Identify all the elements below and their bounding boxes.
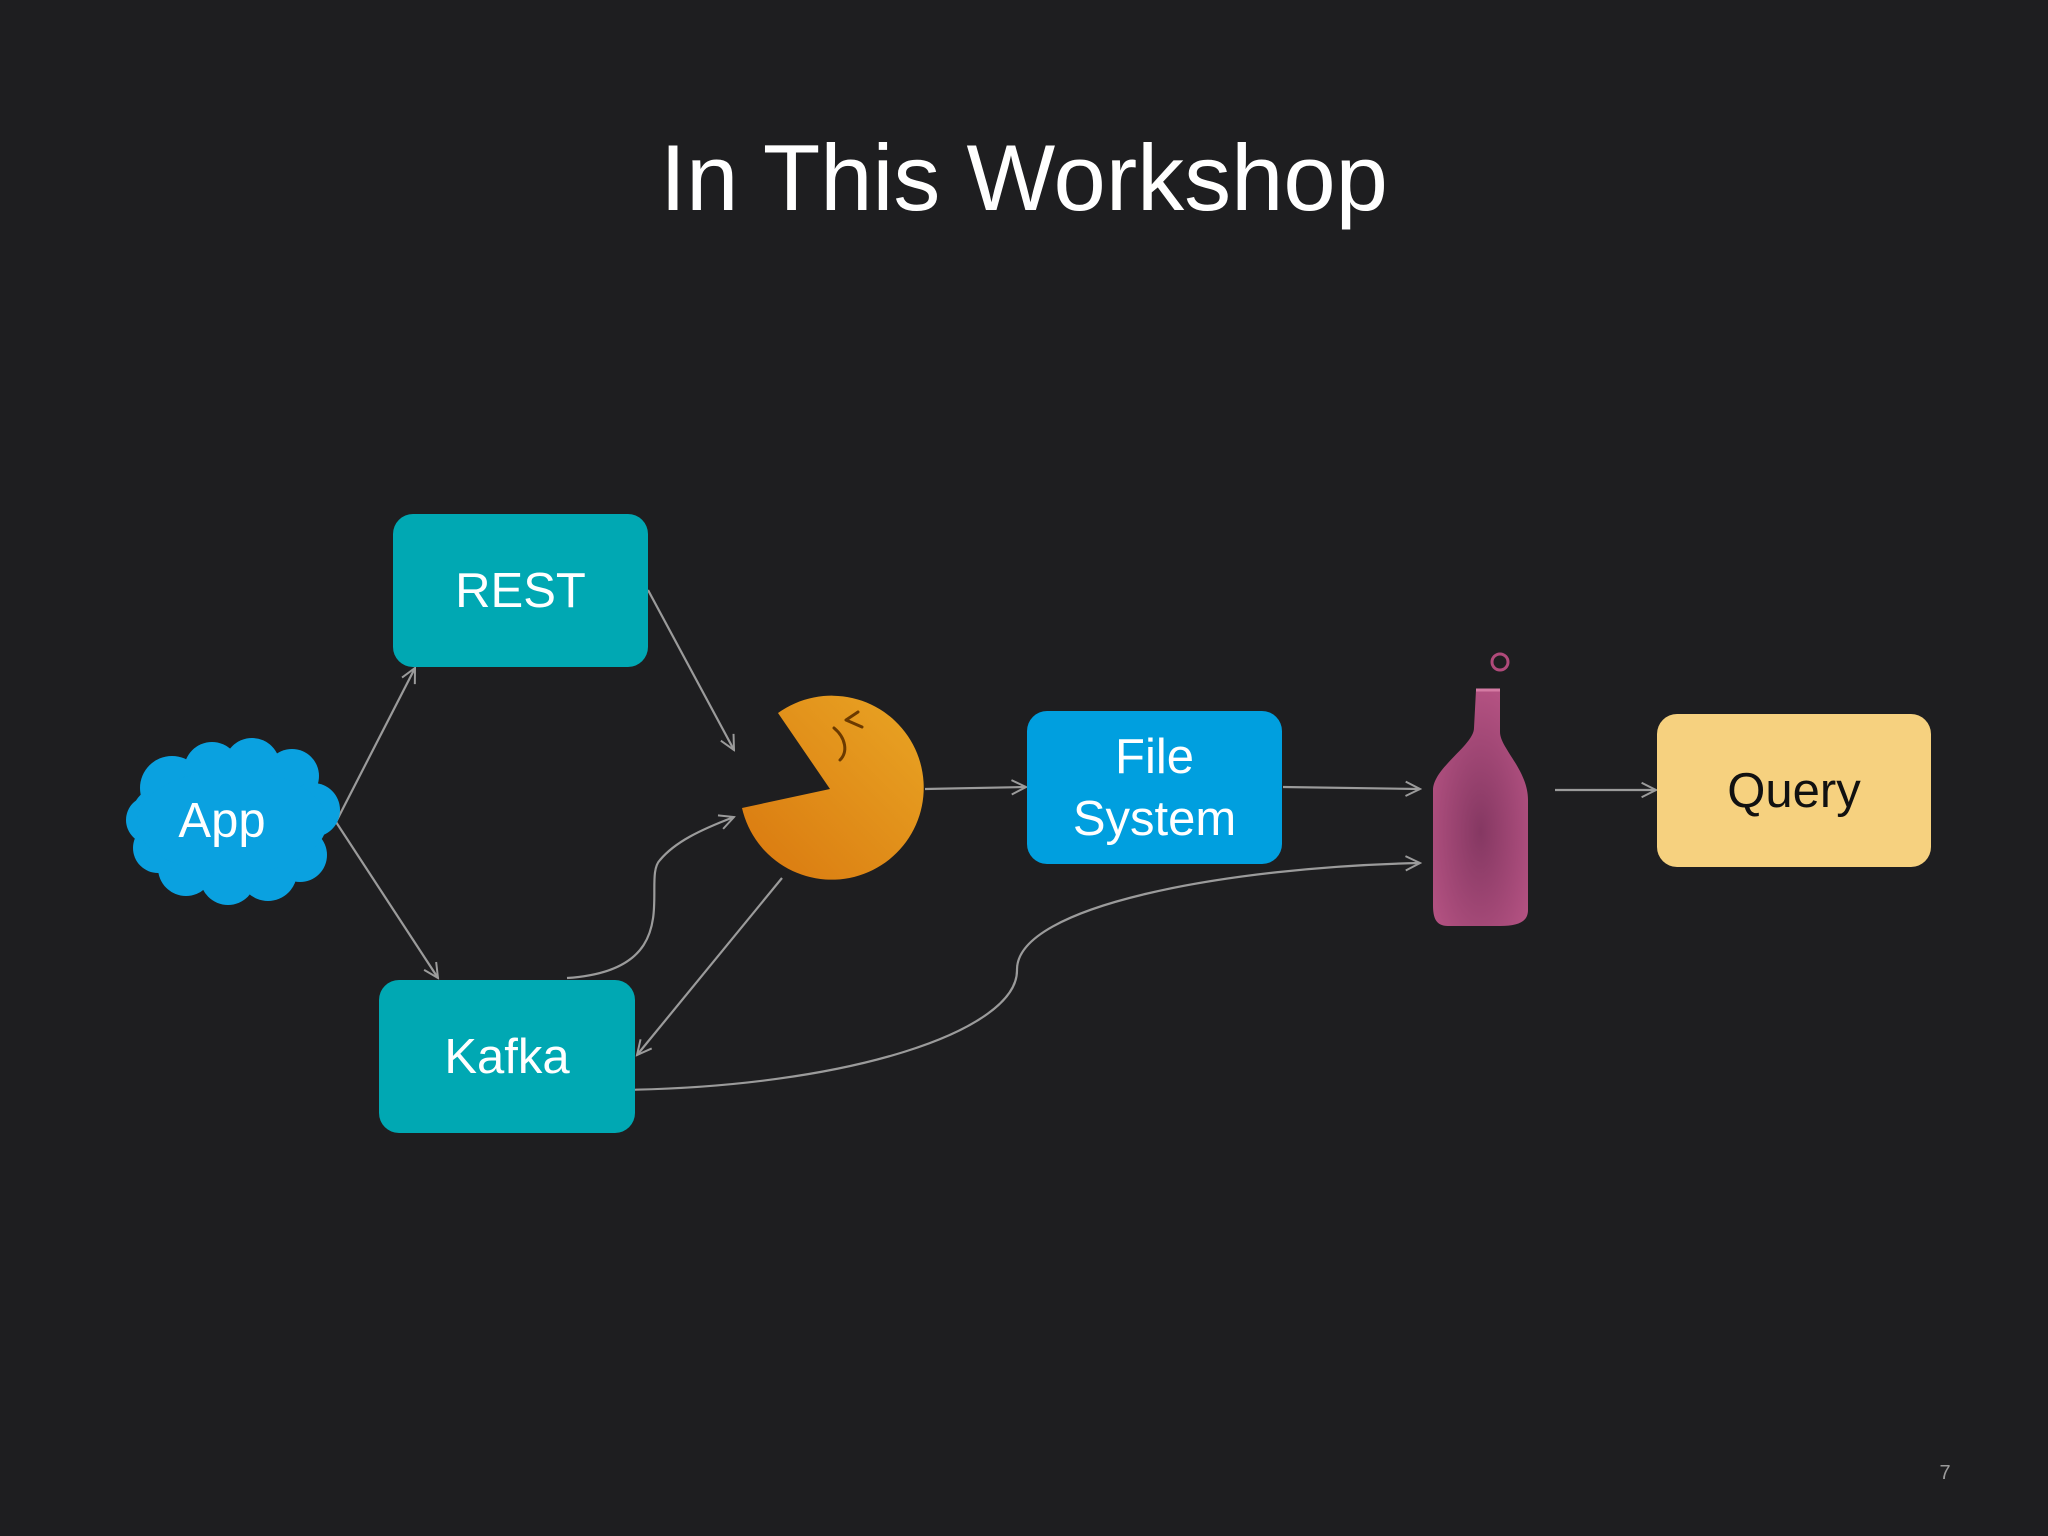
cloud-icon [126, 738, 340, 905]
query-node-label: Query [1727, 763, 1861, 818]
edge-file-system-to-storage [1282, 787, 1420, 789]
query-node: Query [1657, 714, 1931, 867]
edge-rest-to-processor [647, 589, 734, 750]
edge-kafka-to-storage [614, 863, 1420, 1092]
slide-title: In This Workshop [660, 125, 1388, 230]
edge-app-to-kafka [335, 821, 438, 978]
edge-processor-to-file-system [924, 787, 1026, 789]
edge-processor-to-kafka [637, 877, 783, 1055]
pacman-icon [742, 695, 924, 880]
app-node-label: App [178, 794, 266, 848]
edge-kafka-to-processor [566, 817, 734, 980]
edge-app-to-rest [335, 668, 415, 823]
rest-node-label: REST [455, 563, 586, 618]
kafka-node: Kafka [379, 980, 635, 1133]
edges [335, 589, 1656, 1092]
rest-node: REST [393, 514, 648, 667]
file-system-node: File System [1027, 711, 1282, 864]
kafka-node-label: Kafka [444, 1029, 570, 1084]
bottle-icon [1433, 652, 1528, 926]
file-system-node-label: File System [1072, 729, 1237, 846]
page-number: 7 [1939, 1462, 1951, 1484]
